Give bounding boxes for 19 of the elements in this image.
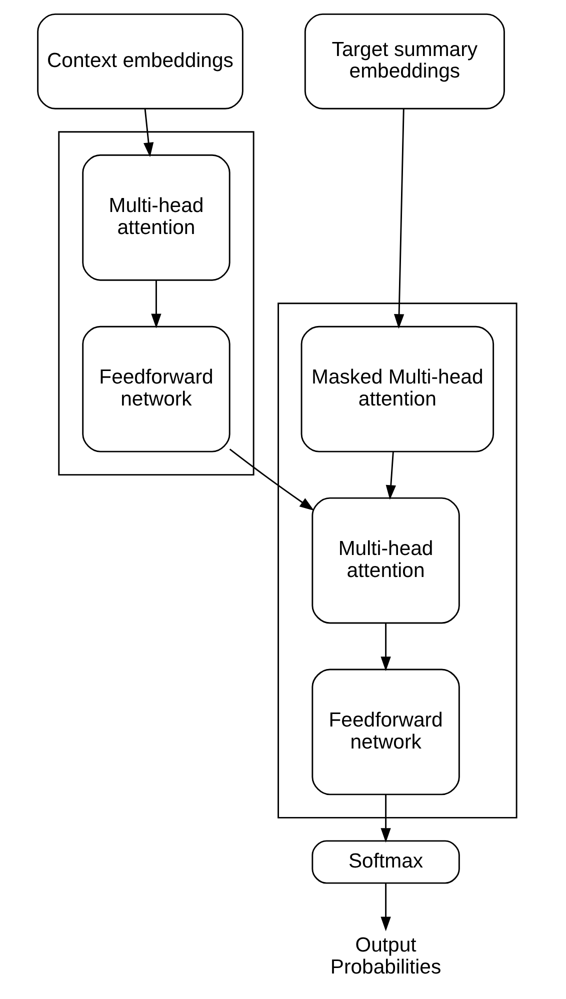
arrow: [380, 794, 391, 843]
node-box: Feedforward network: [82, 326, 230, 452]
node-box: Multi-head attention: [312, 497, 460, 624]
arrow: [151, 280, 162, 328]
arrow: [144, 108, 154, 158]
node-box: Context embeddings: [37, 13, 244, 110]
cluster: [58, 131, 254, 476]
node-text: Output Probabilities: [330, 934, 442, 978]
arrow: [380, 623, 391, 672]
node-box: Multi-head attention: [82, 154, 230, 281]
node-box: Masked Multi-head attention: [300, 326, 494, 452]
arrow: [380, 884, 391, 932]
arrow: [386, 452, 396, 500]
arrow: [229, 448, 314, 511]
arrow: [394, 108, 404, 329]
cluster: [278, 302, 518, 818]
node-box: Target summary embeddings: [304, 13, 505, 110]
node-box: Feedforward network: [312, 668, 460, 796]
node-box: Softmax: [312, 840, 460, 884]
